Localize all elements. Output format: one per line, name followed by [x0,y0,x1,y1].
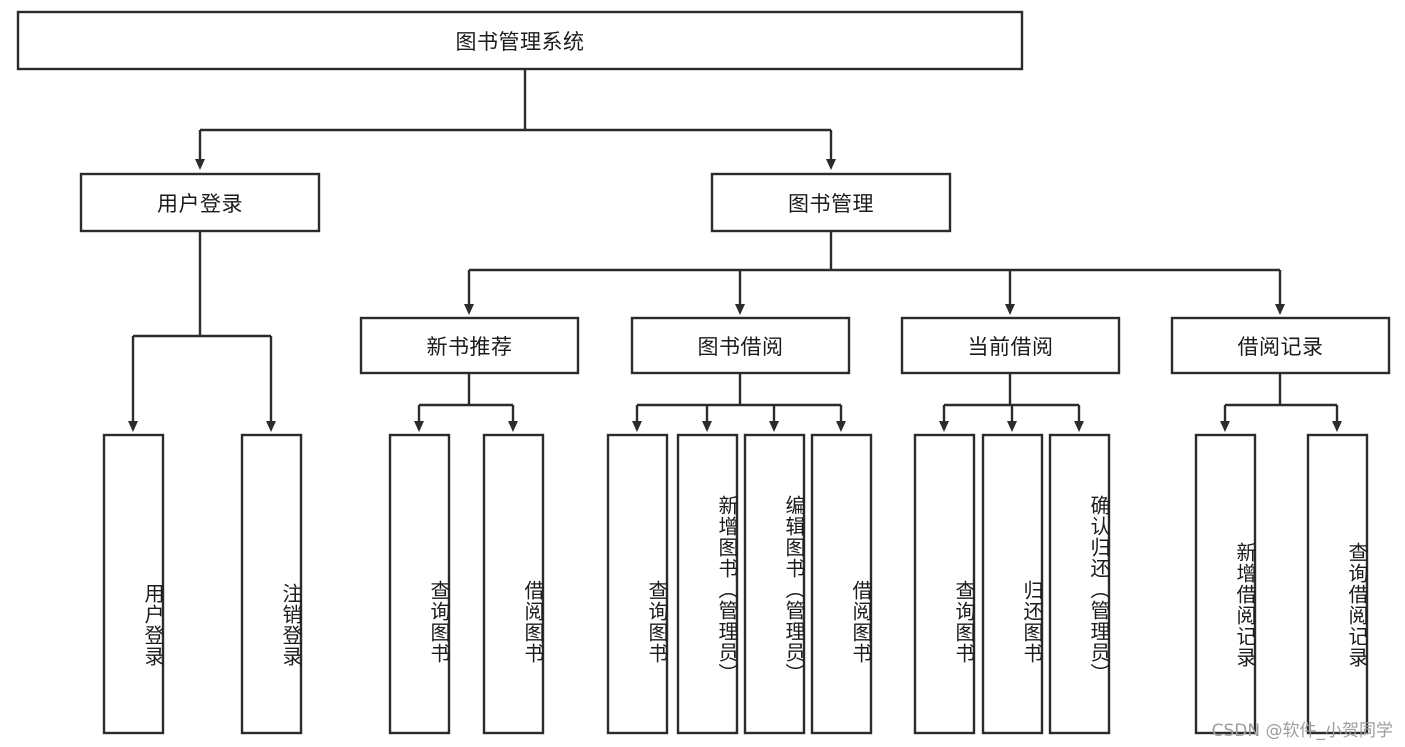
node-box-book-management[interactable] [710,172,952,233]
node-box-leaf-add-record[interactable] [1194,433,1257,735]
node-box-leaf-return-book[interactable] [981,433,1044,735]
node-box-current-borrow[interactable] [900,316,1121,375]
node-box-leaf-query-book-1[interactable] [388,433,451,735]
node-box-leaf-borrow-book-2[interactable] [810,433,873,735]
node-box-user-login[interactable] [79,172,321,233]
csdn-watermark: CSDN @软件_小贺同学 [1211,721,1393,741]
node-box-leaf-logout[interactable] [240,433,303,735]
node-box-leaf-user-login[interactable] [102,433,165,735]
node-box-borrow-record[interactable] [1170,316,1391,375]
node-box-leaf-edit-book[interactable] [743,433,806,735]
node-box-leaf-borrow-book-1[interactable] [482,433,545,735]
node-box-leaf-query-book-2[interactable] [606,433,669,735]
node-box-leaf-query-book-3[interactable] [913,433,976,735]
node-box-leaf-confirm-return[interactable] [1048,433,1111,735]
node-box-root[interactable] [16,10,1024,71]
node-box-new-book-recommend[interactable] [359,316,580,375]
node-box-leaf-query-record[interactable] [1306,433,1369,735]
node-box-leaf-add-book[interactable] [676,433,739,735]
node-box-book-borrow[interactable] [630,316,851,375]
